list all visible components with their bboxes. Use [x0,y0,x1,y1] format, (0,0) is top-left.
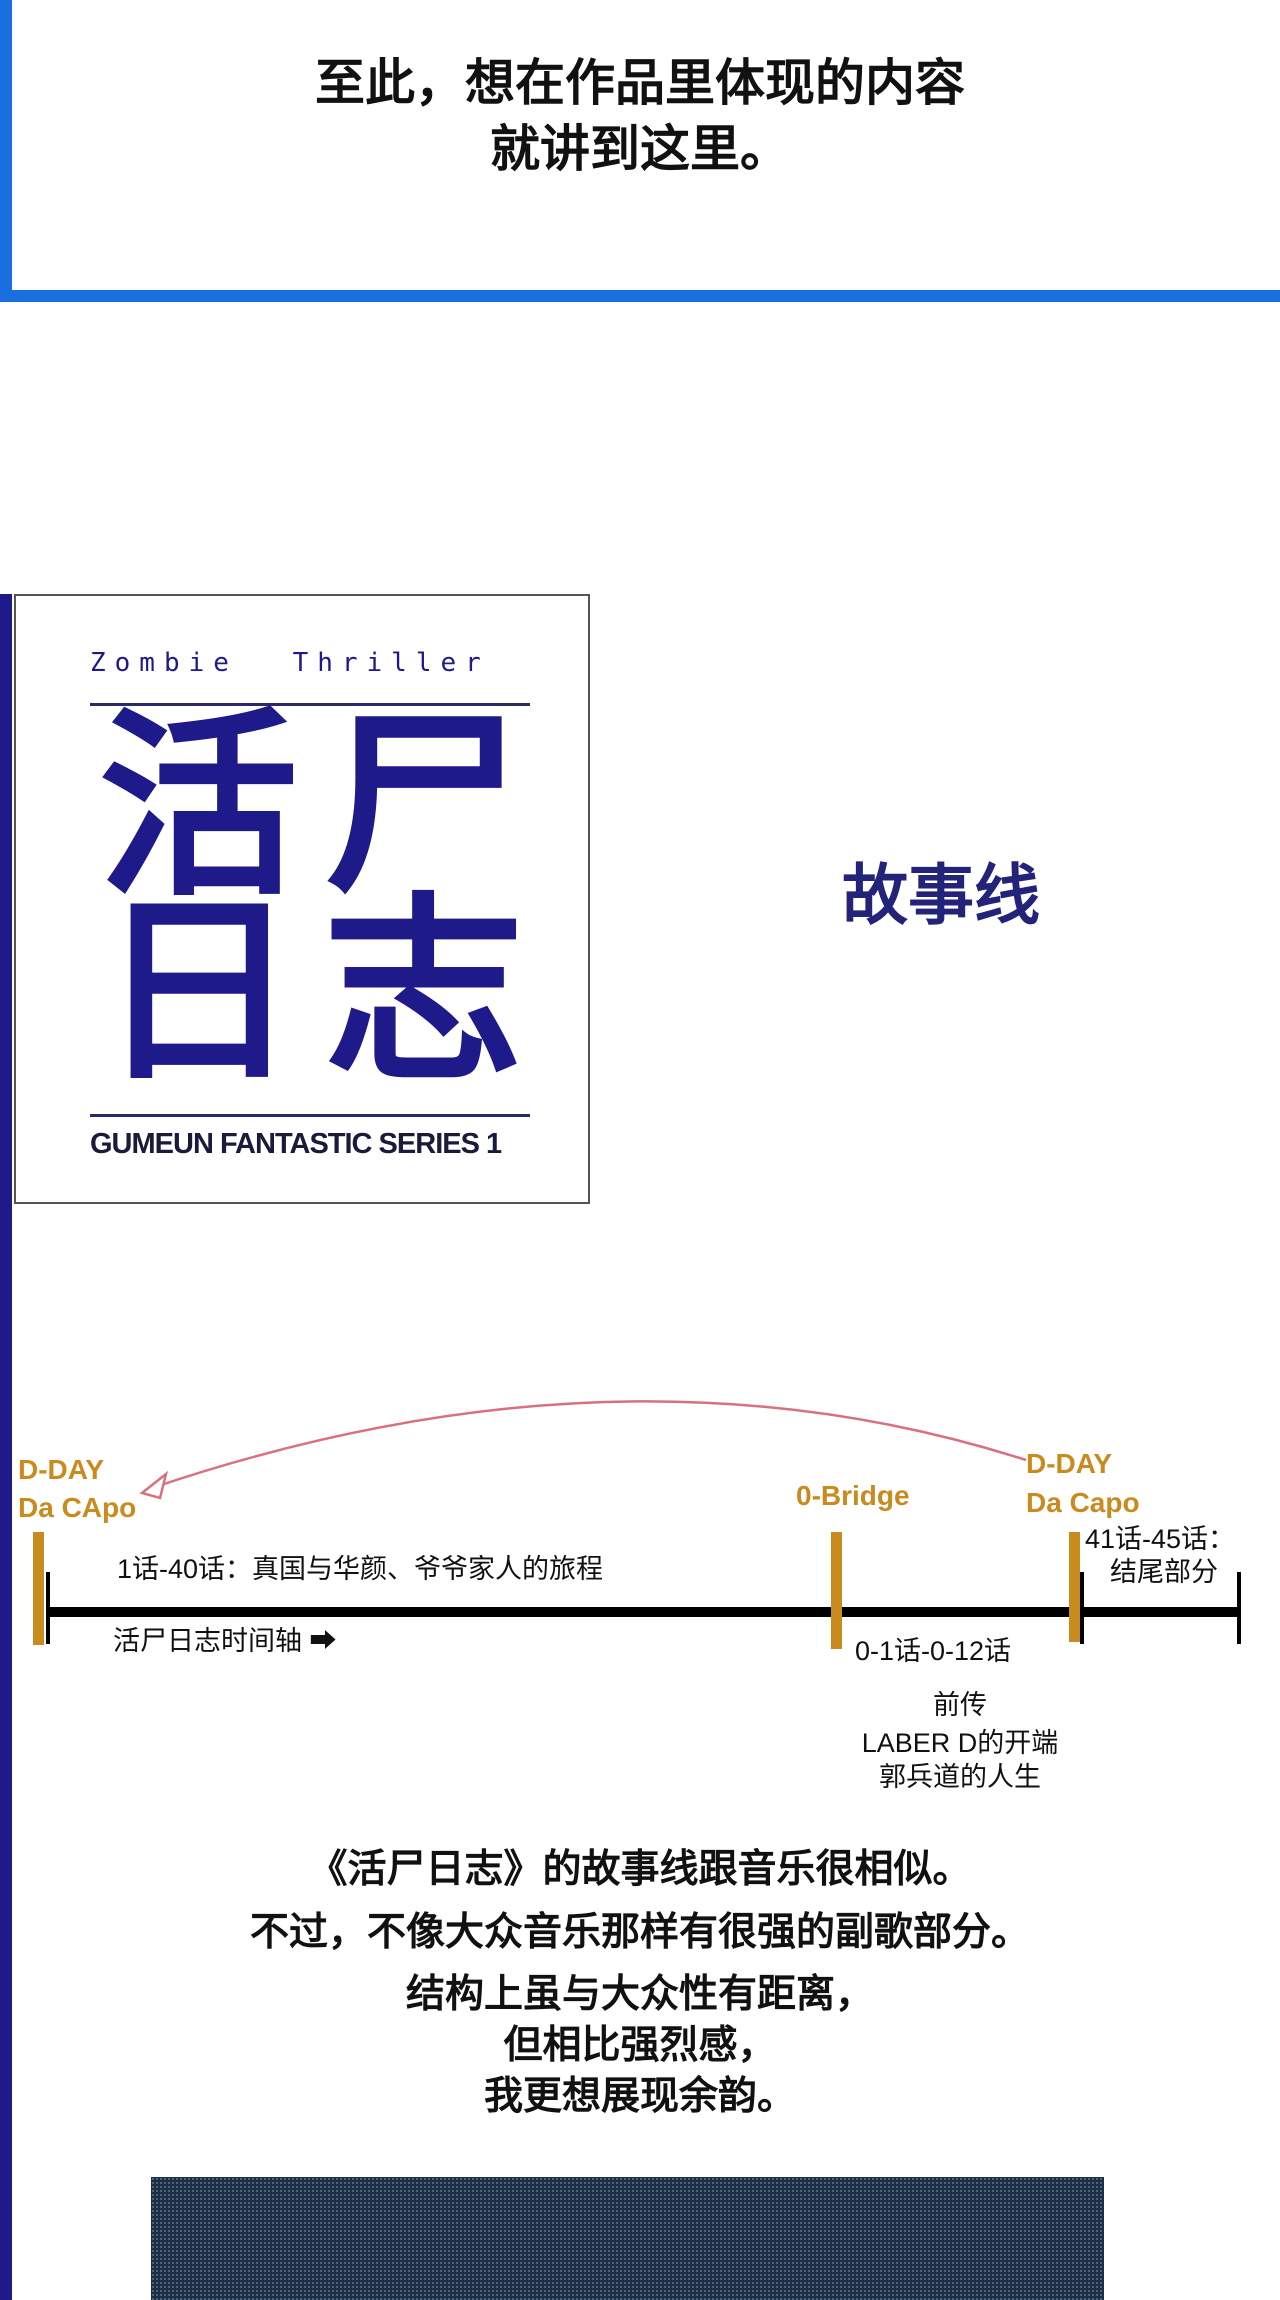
prequel-line-3: 郭兵道的人生 [879,1762,1041,1792]
dark-image-panel [151,2177,1104,2300]
prequel-line-2: LABER D的开端 [861,1728,1059,1758]
frame-bottom-border [0,290,1280,302]
end-label-dacapo: Da Capo [1026,1487,1140,1518]
bridge-label: 0-Bridge [796,1480,910,1511]
start-label-dacapo: Da CApo [18,1492,137,1523]
story-title: 故事线 [842,856,1040,934]
logo-rule-bottom [90,1114,530,1117]
timeline-tick-start [46,1572,50,1644]
intro-line-2: 就讲到这里。 [490,119,790,178]
logo-subtitle: Zombie Thriller [90,648,490,678]
timeline-axis [48,1607,1240,1617]
logo-char: 尸 [323,689,524,924]
frame-left-border [0,0,12,300]
logo-series: GUMEUN FANTASTIC SERIES 1 [90,1128,502,1160]
main-arc-text: 1话-40话：真国与华颜、爷爷家人的旅程 [117,1554,604,1584]
end-label-dday: D-DAY [1026,1448,1113,1479]
logo-box: Zombie Thriller 活 尸 日 志 GUMEUN FANTASTIC… [14,594,590,1204]
ending-range: 41话-45话： [1085,1524,1236,1554]
paragraph-line: 但相比强烈感， [503,2022,777,2068]
da-capo-arc [151,1400,1027,1490]
prequel-line-1: 前传 [933,1690,987,1720]
arc-arrowhead-icon [139,1470,169,1500]
timeline-tick-end [1237,1572,1241,1644]
axis-label: 活尸日志时间轴 ➡ [113,1626,337,1656]
timeline-tick-ending [1080,1572,1084,1644]
paragraph-line: 结构上虽与大众性有距离， [405,1971,874,2017]
logo-title: 活 尸 日 志 [86,689,536,1109]
ending-text: 结尾部分 [1110,1557,1218,1587]
logo-rule-top [90,703,530,706]
marker-dday-start [33,1532,44,1645]
timeline-graphics [33,1400,1241,1649]
logo-char: 日 [98,874,299,1109]
paragraph-line: 我更想展现余韵。 [483,2073,796,2119]
start-label-dday: D-DAY [18,1454,105,1485]
prequel-range: 0-1话-0-12话 [855,1636,1012,1666]
paragraph-line: 不过，不像大众音乐那样有很强的副歌部分。 [249,1909,1030,1955]
marker-bridge [831,1532,842,1649]
logo-char: 志 [323,874,524,1109]
intro-line-1: 至此，想在作品里体现的内容 [315,53,965,112]
marker-dday-end [1069,1532,1080,1642]
logo-char: 活 [98,689,299,924]
navy-side-bar [0,594,12,2300]
paragraph-line: 《活尸日志》的故事线跟音乐很相似。 [308,1846,972,1892]
